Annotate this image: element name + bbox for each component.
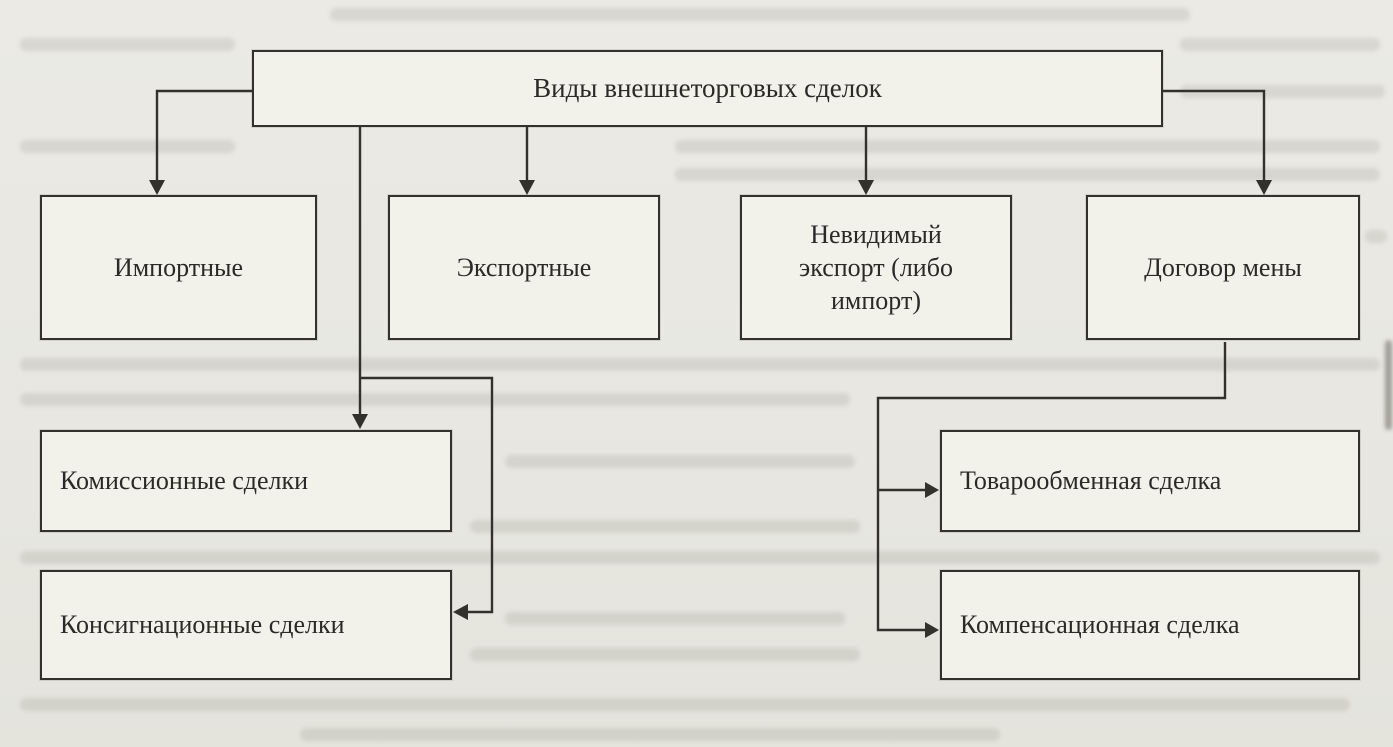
- scan-text-artifact: [20, 140, 235, 153]
- node-root-label: Виды внешнеторговых сделок: [533, 73, 882, 104]
- connector-root-to-barter: [1163, 89, 1266, 180]
- node-consignment-deals-label: Консигнационные сделки: [60, 610, 345, 640]
- scan-text-artifact: [20, 551, 1380, 564]
- connector-root-to-import: [155, 89, 252, 180]
- node-invisible-export: Невидимый экспорт (либо импорт): [740, 195, 1012, 340]
- scan-text-artifact: [20, 38, 235, 51]
- arrowhead-compensation: [925, 622, 939, 638]
- scan-edge-artifact: [1385, 340, 1392, 430]
- arrowhead-export: [519, 180, 535, 195]
- node-export-label: Экспортные: [456, 252, 592, 282]
- node-commission-deals: Комиссионные сделки: [40, 430, 452, 532]
- node-goods-exchange-deal-label: Товарообменная сделка: [960, 466, 1222, 496]
- scan-text-artifact: [300, 728, 1000, 741]
- node-goods-exchange-deal: Товарообменная сделка: [940, 430, 1360, 532]
- scan-text-artifact: [505, 612, 845, 625]
- node-export: Экспортные: [388, 195, 660, 340]
- scan-text-artifact: [20, 698, 1350, 711]
- node-consignment-deals: Консигнационные сделки: [40, 570, 452, 680]
- scan-text-artifact: [505, 455, 855, 468]
- node-barter-contract: Договор мены: [1086, 195, 1360, 340]
- scan-text-artifact: [470, 520, 860, 533]
- arrowhead-consignment: [453, 604, 468, 620]
- node-invisible-export-label: Невидимый экспорт (либо импорт): [799, 219, 953, 316]
- scan-text-artifact: [675, 168, 1380, 181]
- scan-text-artifact: [675, 140, 1380, 153]
- node-barter-contract-label: Договор мены: [1144, 252, 1302, 282]
- arrowhead-goods-exchange: [925, 482, 939, 498]
- scan-text-artifact: [1180, 85, 1385, 98]
- node-import: Импортные: [40, 195, 317, 340]
- node-import-label: Импортные: [113, 252, 244, 282]
- arrowhead-import: [149, 180, 165, 195]
- arrowhead-barter: [1256, 180, 1272, 195]
- scan-text-artifact: [470, 648, 860, 661]
- scan-text-artifact: [20, 393, 850, 406]
- node-root: Виды внешнеторговых сделок: [252, 50, 1163, 127]
- scan-text-artifact: [1365, 230, 1387, 243]
- scan-text-artifact: [330, 8, 1190, 21]
- node-compensation-deal: Компенсационная сделка: [940, 570, 1360, 680]
- node-commission-deals-label: Комиссионные сделки: [60, 466, 309, 496]
- scan-text-artifact: [20, 358, 1380, 371]
- scan-text-artifact: [1180, 38, 1380, 51]
- arrowhead-commission: [352, 414, 368, 429]
- arrowhead-invisible: [858, 180, 874, 195]
- node-compensation-deal-label: Компенсационная сделка: [960, 610, 1240, 640]
